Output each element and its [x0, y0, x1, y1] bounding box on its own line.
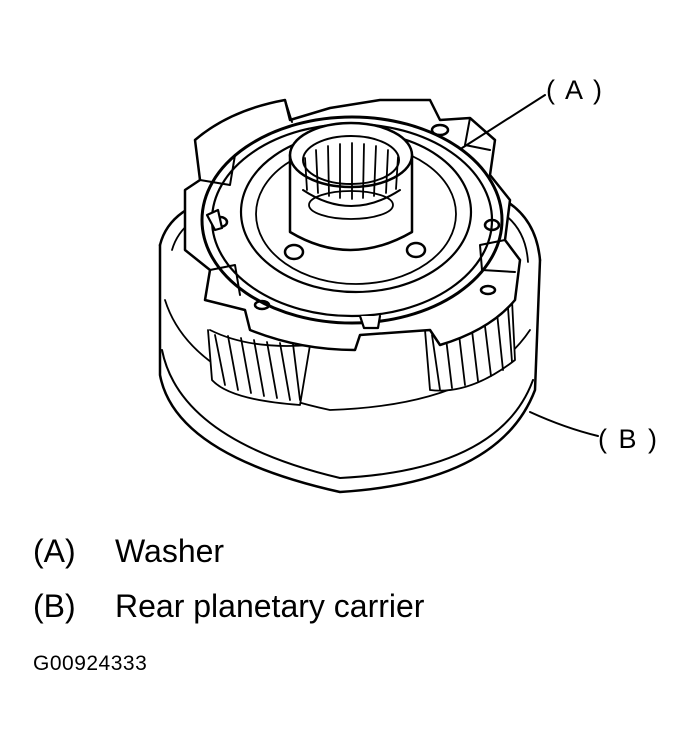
planetary-carrier-drawing [158, 94, 599, 494]
legend-key: (B) [33, 588, 76, 624]
splined-hub [288, 121, 414, 252]
leader-line-b [529, 411, 599, 437]
legend-label: Rear planetary carrier [115, 588, 425, 624]
figure-id: G00924333 [33, 652, 148, 675]
leader-line-a [461, 94, 546, 149]
legend-row-washer: (A) Washer [33, 535, 224, 567]
legend-row-rear-planetary-carrier: (B) Rear planetary carrier [33, 590, 424, 622]
callout-label-b: ( B ) [598, 424, 659, 454]
pinion-gear-left [207, 329, 311, 406]
legend-label: Washer [115, 533, 225, 569]
callout-label-a: ( A ) [546, 75, 605, 105]
legend-key: (A) [33, 533, 76, 569]
